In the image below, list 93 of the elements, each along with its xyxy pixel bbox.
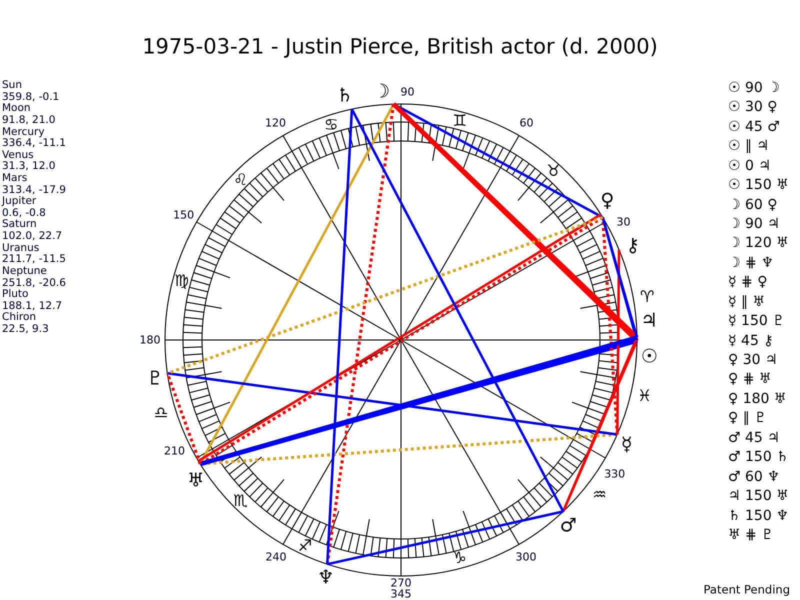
zodiac-symbol: ♏	[233, 492, 248, 508]
chart-title: 1975-03-21 - Justin Pierce, British actor (d. 2000)	[142, 36, 658, 58]
zodiac-symbol: ♌	[233, 172, 248, 188]
aspect-entry: ♀ 30 ♃	[728, 353, 778, 367]
aspect-entry: ♀ ∥ ♇	[728, 411, 767, 426]
aspect-entry: ☉ ∥ ♃	[728, 139, 770, 154]
planet-symbol: ♀	[600, 191, 614, 210]
zodiac-symbol: ♒	[592, 487, 607, 504]
planet-symbol: ♂	[560, 516, 577, 536]
aspect-entry: ♂ 60 ♆	[728, 470, 780, 484]
planet-symbol: ♃	[640, 311, 658, 330]
degree-label: 180	[140, 334, 160, 346]
zodiac-symbol: ♑	[452, 550, 467, 566]
planet-symbol: ☿	[620, 436, 633, 455]
aspect-line	[326, 109, 354, 564]
aspect-entry: ♀ 180 ♅	[728, 392, 786, 406]
degree-label: 345	[390, 588, 412, 600]
zodiac-symbol: ♈	[640, 288, 654, 305]
planet-coordinates: 31.3, 12.0	[2, 161, 56, 172]
aspect-entry: ♅ ⋕ ♇	[728, 528, 774, 542]
planet-symbol: ♇	[146, 370, 164, 388]
zodiac-symbol: ♊	[452, 112, 467, 129]
aspect-entry: ☿ ∥ ♅	[728, 294, 766, 309]
aspect-entry: ♃ 150 ♅	[728, 489, 789, 503]
planet-symbol: ♄	[336, 86, 354, 106]
planet-coordinates: 91.8, 21.0	[2, 114, 56, 126]
degree-label: 330	[604, 468, 626, 479]
planet-symbol: ☉	[640, 348, 658, 367]
planet-coordinates: 359.8, -0.1	[2, 92, 60, 102]
degree-label: 210	[164, 445, 185, 456]
zodiac-symbol: ♎	[154, 405, 168, 422]
aspect-entry: ☉ 30 ♀	[728, 100, 778, 114]
aspect-line	[616, 250, 620, 435]
planet-name: Moon	[2, 103, 31, 114]
degree-label: 240	[266, 551, 286, 562]
planet-symbol: ♆	[317, 568, 334, 588]
degree-label: 30	[616, 216, 630, 228]
planet-name: Venus	[2, 150, 34, 160]
aspect-entry: ☿ ⋕ ♀	[728, 275, 768, 290]
aspect-entry: ☉ 90 ☽	[728, 81, 780, 95]
planet-name: Sun	[2, 80, 22, 90]
degree-label: 300	[516, 551, 536, 562]
aspect-line	[350, 108, 564, 512]
aspect-line	[326, 104, 396, 564]
aspect-entry: ☿ 45 ⚷	[728, 334, 774, 348]
zodiac-symbol: ♋	[324, 117, 338, 134]
aspect-line	[393, 103, 604, 218]
degree-label: 120	[265, 117, 286, 128]
footer-note: Patent Pending	[704, 584, 790, 596]
planet-name: Mercury	[2, 126, 45, 137]
planet-coordinates: 0.6, -0.8	[2, 208, 46, 218]
aspect-entry: ☉ 0 ♃	[728, 158, 771, 173]
degree-label: 270	[390, 578, 412, 588]
planet-coordinates: 22.5, 9.3	[2, 324, 49, 334]
aspect-entry: ☽ ⋕ ♆	[728, 256, 774, 270]
aspect-entry: ♂ 150 ♄	[728, 450, 789, 464]
planet-coordinates: 313.4, -17.9	[2, 184, 66, 196]
planet-coordinates: 336.4, -11.1	[2, 138, 66, 149]
aspect-line	[327, 510, 564, 566]
aspect-entry: ☽ 90 ♃	[728, 217, 780, 231]
aspect-line	[601, 217, 619, 435]
zodiac-symbol: ♐	[298, 538, 312, 554]
aspect-entry: ☽ 120 ♅	[728, 236, 789, 250]
aspect-entry: ☉ 45 ♂	[728, 120, 780, 134]
aspect-line	[166, 216, 604, 375]
planet-coordinates: 211.7, -11.5	[2, 254, 66, 265]
planet-name: Neptune	[2, 266, 47, 276]
planet-coordinates: 251.8, -20.6	[2, 278, 66, 288]
zodiac-symbol: ♓	[637, 388, 652, 404]
planet-coordinates: 102.0, 22.7	[2, 231, 62, 242]
degree-label: 90	[400, 86, 414, 98]
planet-name: Uranus	[2, 242, 40, 254]
degree-label: 60	[520, 117, 534, 128]
aspect-entry: ♀ ⋕ ♅	[728, 372, 772, 386]
planet-name: Pluto	[2, 289, 28, 300]
planet-symbol: ☽	[372, 82, 390, 102]
aspect-line	[167, 372, 618, 436]
zodiac-symbol: ♍	[174, 273, 189, 290]
degree-label: 150	[173, 209, 194, 220]
aspect-line	[166, 372, 202, 465]
planet-symbol: ♅	[187, 472, 204, 490]
aspect-entry: ♄ 150 ♆	[728, 508, 789, 522]
aspect-entry: ☿ 150 ♇	[728, 314, 785, 328]
planet-name: Saturn	[2, 219, 37, 230]
planet-name: Mars	[2, 173, 28, 184]
planet-name: Jupiter	[2, 196, 36, 207]
planet-name: Chiron	[2, 312, 36, 323]
planet-coordinates: 188.1, 12.7	[2, 300, 62, 312]
planet-symbol: ⚷	[626, 236, 640, 256]
zodiac-symbol: ♉	[546, 162, 561, 179]
aspect-entry: ♂ 45 ♃	[728, 430, 780, 445]
aspect-entry: ☽ 60 ♀	[728, 198, 778, 212]
aspect-entry: ☉ 150 ♅	[728, 178, 789, 192]
